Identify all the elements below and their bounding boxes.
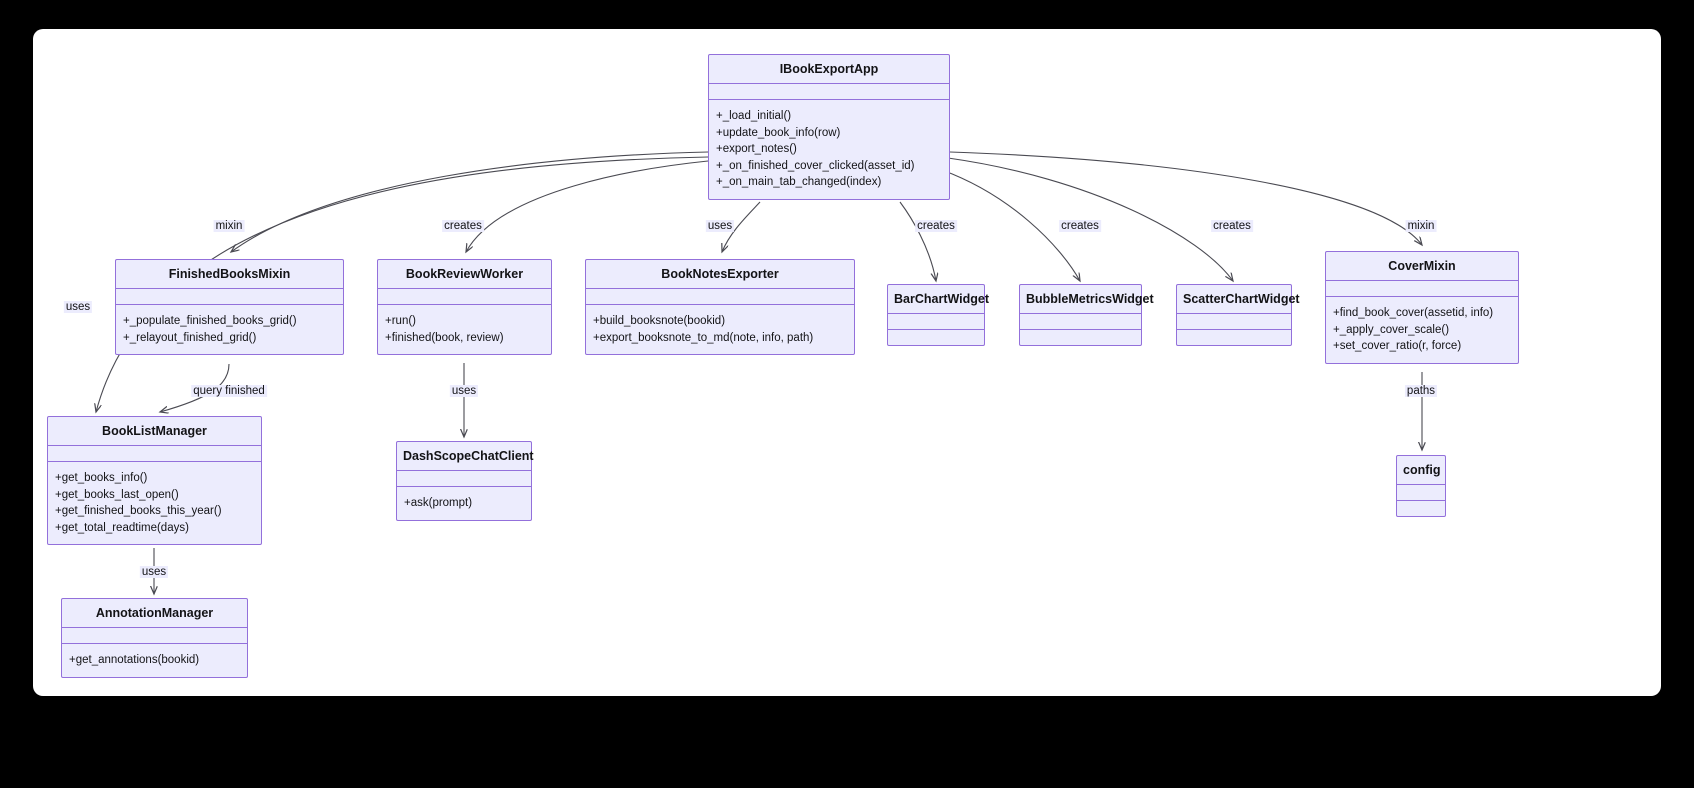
class-title: BubbleMetricsWidget <box>1020 285 1154 314</box>
class-box-dashscopechatclient[interactable]: DashScopeChatClient +ask(prompt) <box>396 441 534 521</box>
class-attributes <box>888 314 984 330</box>
method-row: +set_cover_ratio(r, force) <box>1333 340 1462 352</box>
class-title: BarChartWidget <box>888 285 989 314</box>
method-row: +get_total_readtime(days) <box>55 521 189 534</box>
class-attributes <box>709 84 949 100</box>
class-attributes <box>116 289 343 305</box>
class-box-ibookexportapp[interactable]: IBookExportApp +_load_initial() +update_… <box>708 54 950 200</box>
class-box-config[interactable]: config <box>1396 455 1446 517</box>
method-row: +export_notes() <box>716 143 797 155</box>
class-title: FinishedBooksMixin <box>116 260 343 289</box>
method-row: +get_finished_books_this_year() <box>55 505 222 517</box>
method-row: +get_books_info() <box>55 472 148 484</box>
method-row: +update_book_info(row) <box>716 126 841 139</box>
class-box-bookreviewworker[interactable]: BookReviewWorker +run() +finished(book, … <box>377 259 552 355</box>
edge-label-creates-worker: creates <box>442 220 484 232</box>
edge-label-creates-bubble: creates <box>1059 220 1101 232</box>
class-methods <box>1020 330 1141 345</box>
class-methods: +ask(prompt) <box>397 487 531 520</box>
edge-label-uses-annotation: uses <box>139 566 169 578</box>
edge-label-mixin-left: mixin <box>213 220 245 232</box>
class-attributes <box>378 289 551 305</box>
class-methods: +_load_initial() +update_book_info(row) … <box>709 100 949 199</box>
method-row: +_apply_cover_scale() <box>1333 323 1450 336</box>
class-box-booknotesexporter[interactable]: BookNotesExporter +build_booksnote(booki… <box>585 259 855 355</box>
method-row: +ask(prompt) <box>404 497 473 509</box>
method-row: +_on_main_tab_changed(index) <box>716 176 882 188</box>
class-title: ScatterChartWidget <box>1177 285 1300 314</box>
class-title: AnnotationManager <box>62 599 247 628</box>
method-row: +run() <box>385 315 416 327</box>
class-box-scatterchartwidget[interactable]: ScatterChartWidget <box>1176 284 1300 346</box>
method-row: +get_books_last_open() <box>55 488 179 501</box>
class-methods <box>1177 330 1291 345</box>
class-title: BookReviewWorker <box>378 260 551 289</box>
method-row: +_relayout_finished_grid() <box>123 331 257 344</box>
method-row: +finished(book, review) <box>385 331 504 344</box>
class-title: BookListManager <box>48 417 261 446</box>
edge-label-query-finished: query finished <box>191 385 267 397</box>
class-methods: +get_annotations(bookid) <box>62 644 247 677</box>
class-attributes <box>1177 314 1291 330</box>
method-row: +_load_initial() <box>716 110 792 122</box>
class-box-booklistmanager[interactable]: BookListManager +get_books_info() +get_b… <box>47 416 262 545</box>
class-box-finishedbooksmixin[interactable]: FinishedBooksMixin +_populate_finished_b… <box>115 259 344 355</box>
method-row: +_on_finished_cover_clicked(asset_id) <box>716 159 915 172</box>
class-title: IBookExportApp <box>709 55 949 84</box>
class-methods <box>1397 501 1445 516</box>
class-attributes <box>1397 485 1445 501</box>
method-row: +_populate_finished_books_grid() <box>123 315 297 327</box>
method-row: +find_book_cover(assetid, info) <box>1333 307 1494 319</box>
class-methods: +find_book_cover(assetid, info) +_apply_… <box>1326 297 1518 363</box>
class-attributes <box>397 471 531 487</box>
class-methods: +_populate_finished_books_grid() +_relay… <box>116 305 343 354</box>
edge-label-creates-bar: creates <box>915 220 957 232</box>
edge-label-uses-left: uses <box>63 301 93 313</box>
class-attributes <box>48 446 261 462</box>
edge-label-uses-notes: uses <box>705 220 735 232</box>
class-title: DashScopeChatClient <box>397 442 534 471</box>
class-box-annotationmanager[interactable]: AnnotationManager +get_annotations(booki… <box>61 598 248 678</box>
class-box-covermixin[interactable]: CoverMixin +find_book_cover(assetid, inf… <box>1325 251 1519 364</box>
class-methods: +build_booksnote(bookid) +export_booksno… <box>586 305 854 354</box>
edge-label-mixin-right: mixin <box>1405 220 1437 232</box>
class-methods: +run() +finished(book, review) <box>378 305 551 354</box>
edge-label-paths: paths <box>1404 385 1438 397</box>
class-title: CoverMixin <box>1326 252 1518 281</box>
edge-label-uses-chat: uses <box>449 385 479 397</box>
method-row: +get_annotations(bookid) <box>69 654 200 666</box>
class-attributes <box>1020 314 1141 330</box>
class-title: BookNotesExporter <box>586 260 854 289</box>
method-row: +build_booksnote(bookid) <box>593 315 726 327</box>
class-attributes <box>1326 281 1518 297</box>
method-row: +export_booksnote_to_md(note, info, path… <box>593 331 814 344</box>
class-attributes <box>62 628 247 644</box>
class-methods <box>888 330 984 345</box>
class-title: config <box>1397 456 1445 485</box>
class-box-barchartwidget[interactable]: BarChartWidget <box>887 284 989 346</box>
class-box-bubblemetricswidget[interactable]: BubbleMetricsWidget <box>1019 284 1154 346</box>
class-methods: +get_books_info() +get_books_last_open()… <box>48 462 261 544</box>
class-attributes <box>586 289 854 305</box>
edge-label-creates-scatter: creates <box>1211 220 1253 232</box>
